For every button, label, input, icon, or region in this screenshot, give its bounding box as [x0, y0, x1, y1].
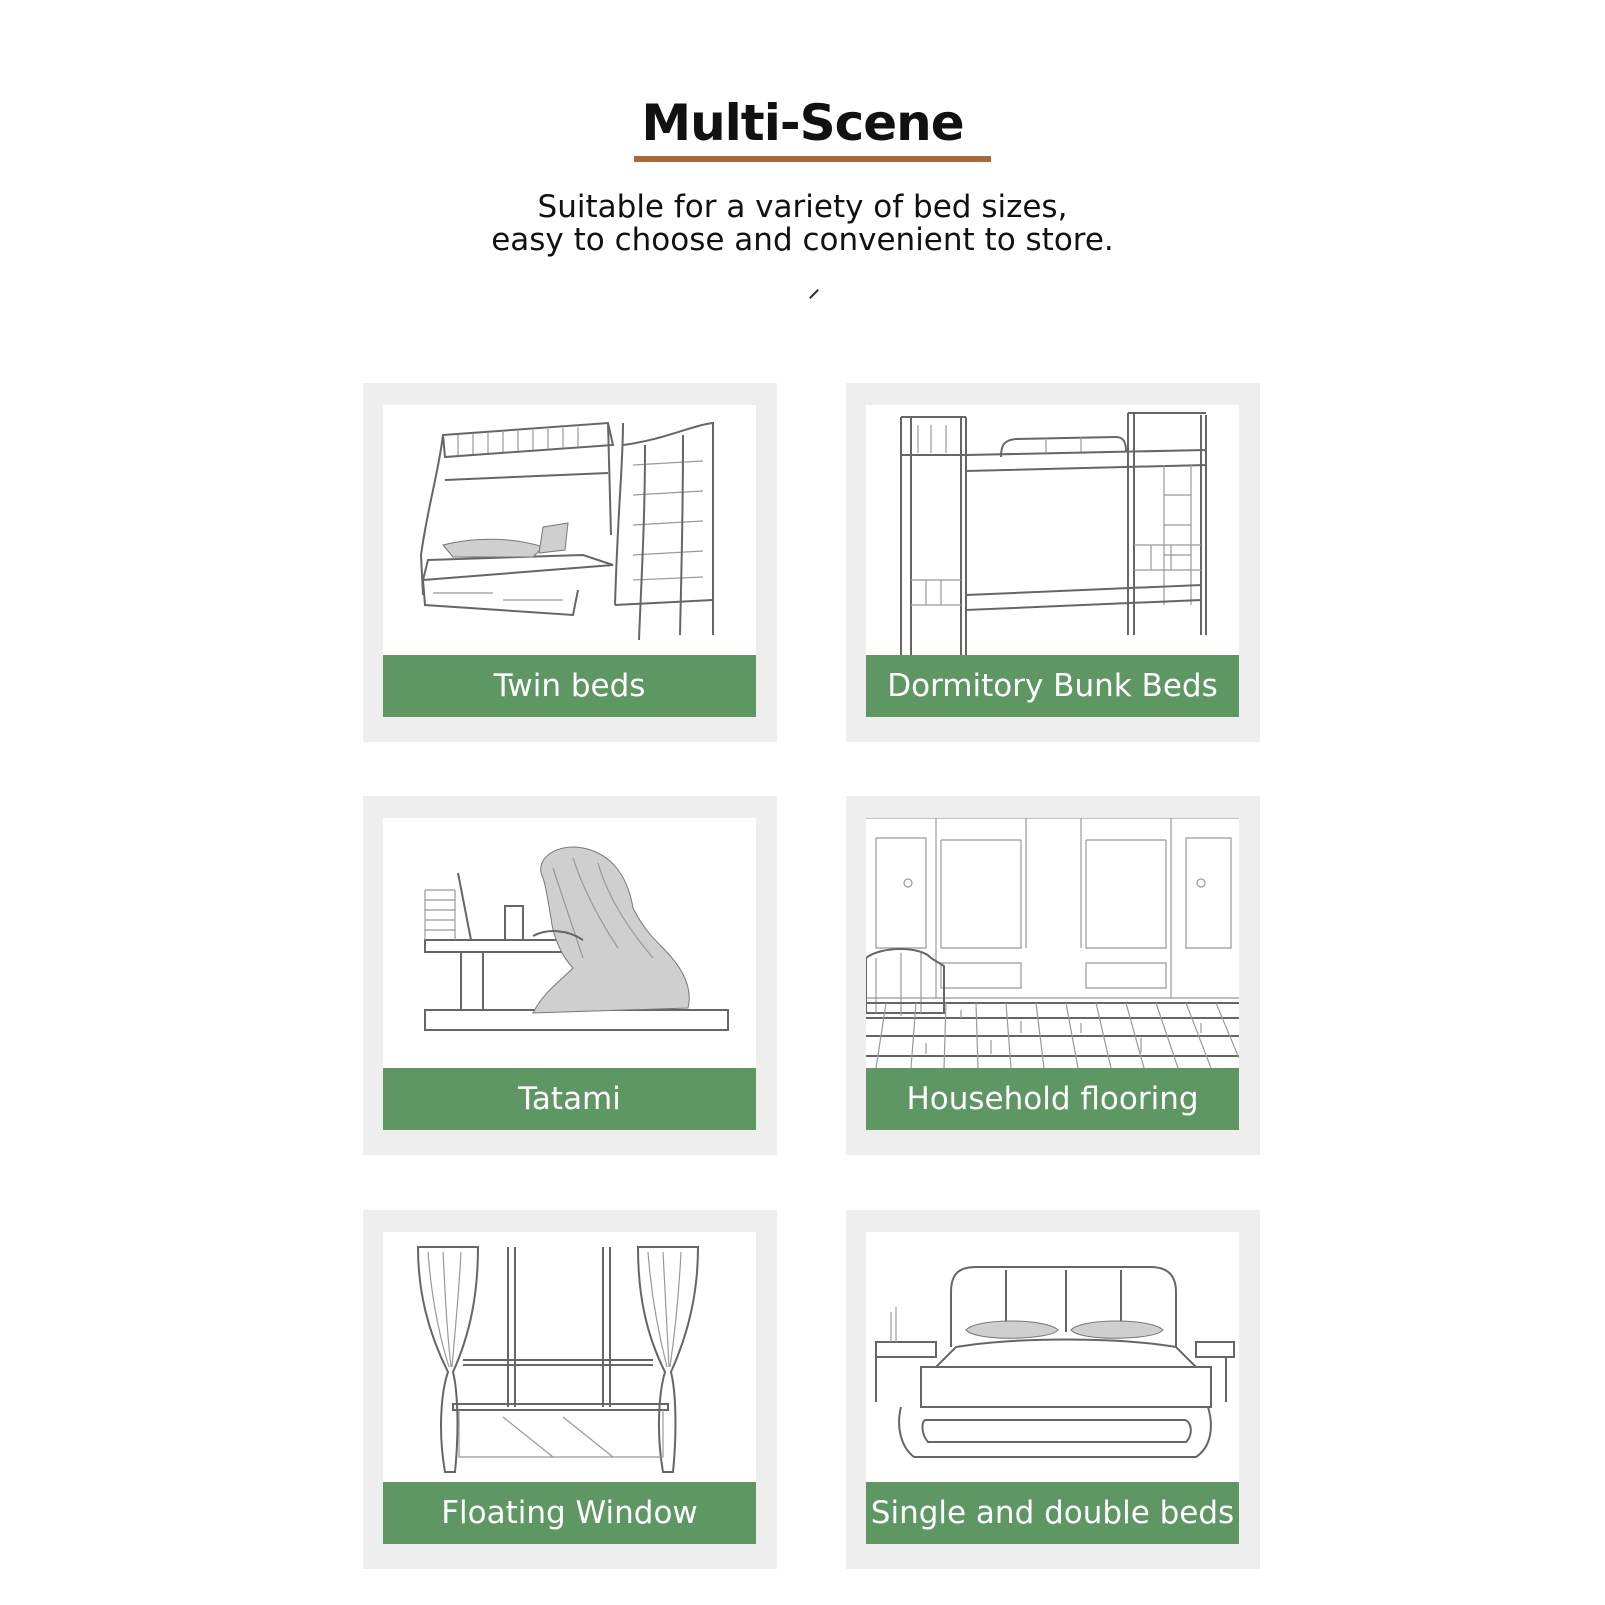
scene-label-household-flooring: Household flooring: [866, 1068, 1239, 1130]
scene-label-floating-window: Floating Window: [383, 1482, 756, 1544]
metal-bunk-bed-icon: [900, 412, 1207, 655]
scene-label-twin-beds: Twin beds: [383, 655, 756, 717]
scene-card-tatami: Tatami: [363, 796, 777, 1155]
scene-label-single-and-double-beds: Single and double beds: [866, 1482, 1239, 1544]
page-subtitle: Suitable for a variety of bed sizes, eas…: [0, 191, 1605, 257]
bunk-bed-with-stairs-icon: [419, 421, 714, 641]
double-bed-illustration: [866, 1232, 1239, 1482]
decorative-tick: [809, 289, 819, 299]
bunk-bed-with-stairs-illustration: [383, 405, 756, 655]
scene-card-household-flooring: Household flooring: [846, 796, 1260, 1155]
title-underline: [634, 156, 991, 162]
subtitle-line-2: easy to choose and convenient to store.: [491, 222, 1114, 258]
room-floor-icon: [866, 818, 1239, 1068]
metal-bunk-bed-illustration: [866, 405, 1239, 655]
person-at-low-table-illustration: [383, 818, 756, 1068]
page-title: Multi-Scene: [641, 94, 964, 152]
room-floor-illustration: [866, 818, 1239, 1068]
scene-card-single-and-double-beds: Single and double beds: [846, 1210, 1260, 1569]
person-at-low-table-icon: [424, 846, 729, 1031]
scene-label-dormitory-bunk-beds: Dormitory Bunk Beds: [866, 655, 1239, 717]
scene-label-tatami: Tatami: [383, 1068, 756, 1130]
window-with-curtains-illustration: [383, 1232, 756, 1482]
subtitle-line-1: Suitable for a variety of bed sizes,: [537, 189, 1068, 225]
window-with-curtains-icon: [416, 1246, 700, 1473]
scene-card-twin-beds: Twin beds: [363, 383, 777, 742]
scene-card-floating-window: Floating Window: [363, 1210, 777, 1569]
scene-card-dormitory-bunk-beds: Dormitory Bunk Beds: [846, 383, 1260, 742]
double-bed-icon: [875, 1266, 1235, 1458]
